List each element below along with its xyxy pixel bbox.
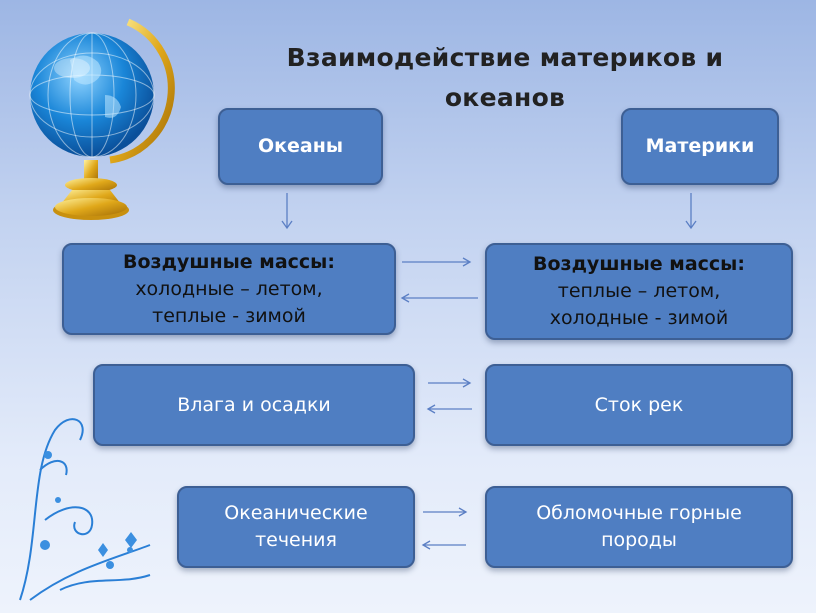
air-masses-ocean-line2: теплые - зимой: [152, 304, 306, 327]
ocean-currents-line1: Океанические: [224, 502, 368, 524]
ocean-currents-box: Океанические течения: [177, 486, 415, 568]
river-runoff-box: Сток рек: [485, 364, 793, 446]
air-masses-continent-line2: холодные - зимой: [549, 307, 729, 329]
moisture-box: Влага и осадки: [93, 364, 415, 446]
ocean-currents-line2: течения: [255, 529, 337, 551]
air-masses-continent-box: Воздушные массы: теплые – летом, холодны…: [485, 243, 793, 340]
arrow-continents-down: [685, 193, 697, 230]
arrow-air-right: [402, 257, 472, 267]
arrow-oceans-down: [281, 193, 293, 230]
arrow-currents-left: [421, 540, 466, 550]
air-masses-ocean-heading: Воздушные массы:: [123, 250, 335, 273]
air-masses-continent-line1: теплые – летом,: [557, 280, 721, 302]
arrow-moisture-right: [428, 378, 472, 388]
debris-rocks-line2: породы: [601, 529, 677, 551]
air-masses-ocean-line1: холодные – летом,: [135, 277, 323, 300]
air-masses-ocean-box: Воздушные массы: холодные – летом, теплы…: [62, 243, 396, 335]
arrow-air-left: [400, 293, 478, 303]
river-runoff-label: Сток рек: [594, 393, 684, 416]
continents-box: Материки: [621, 108, 779, 185]
oceans-label: Океаны: [257, 135, 344, 157]
slide-title: Взаимодействие материков и океанов: [286, 43, 724, 112]
oceans-box: Океаны: [218, 108, 383, 185]
debris-rocks-box: Обломочные горные породы: [485, 486, 793, 568]
continents-label: Материки: [645, 135, 755, 157]
moisture-label: Влага и осадки: [177, 393, 331, 416]
arrow-moisture-left: [426, 404, 472, 414]
arrow-currents-right: [423, 507, 468, 517]
air-masses-continent-heading: Воздушные массы:: [533, 253, 745, 275]
debris-rocks-line1: Обломочные горные: [536, 502, 742, 524]
